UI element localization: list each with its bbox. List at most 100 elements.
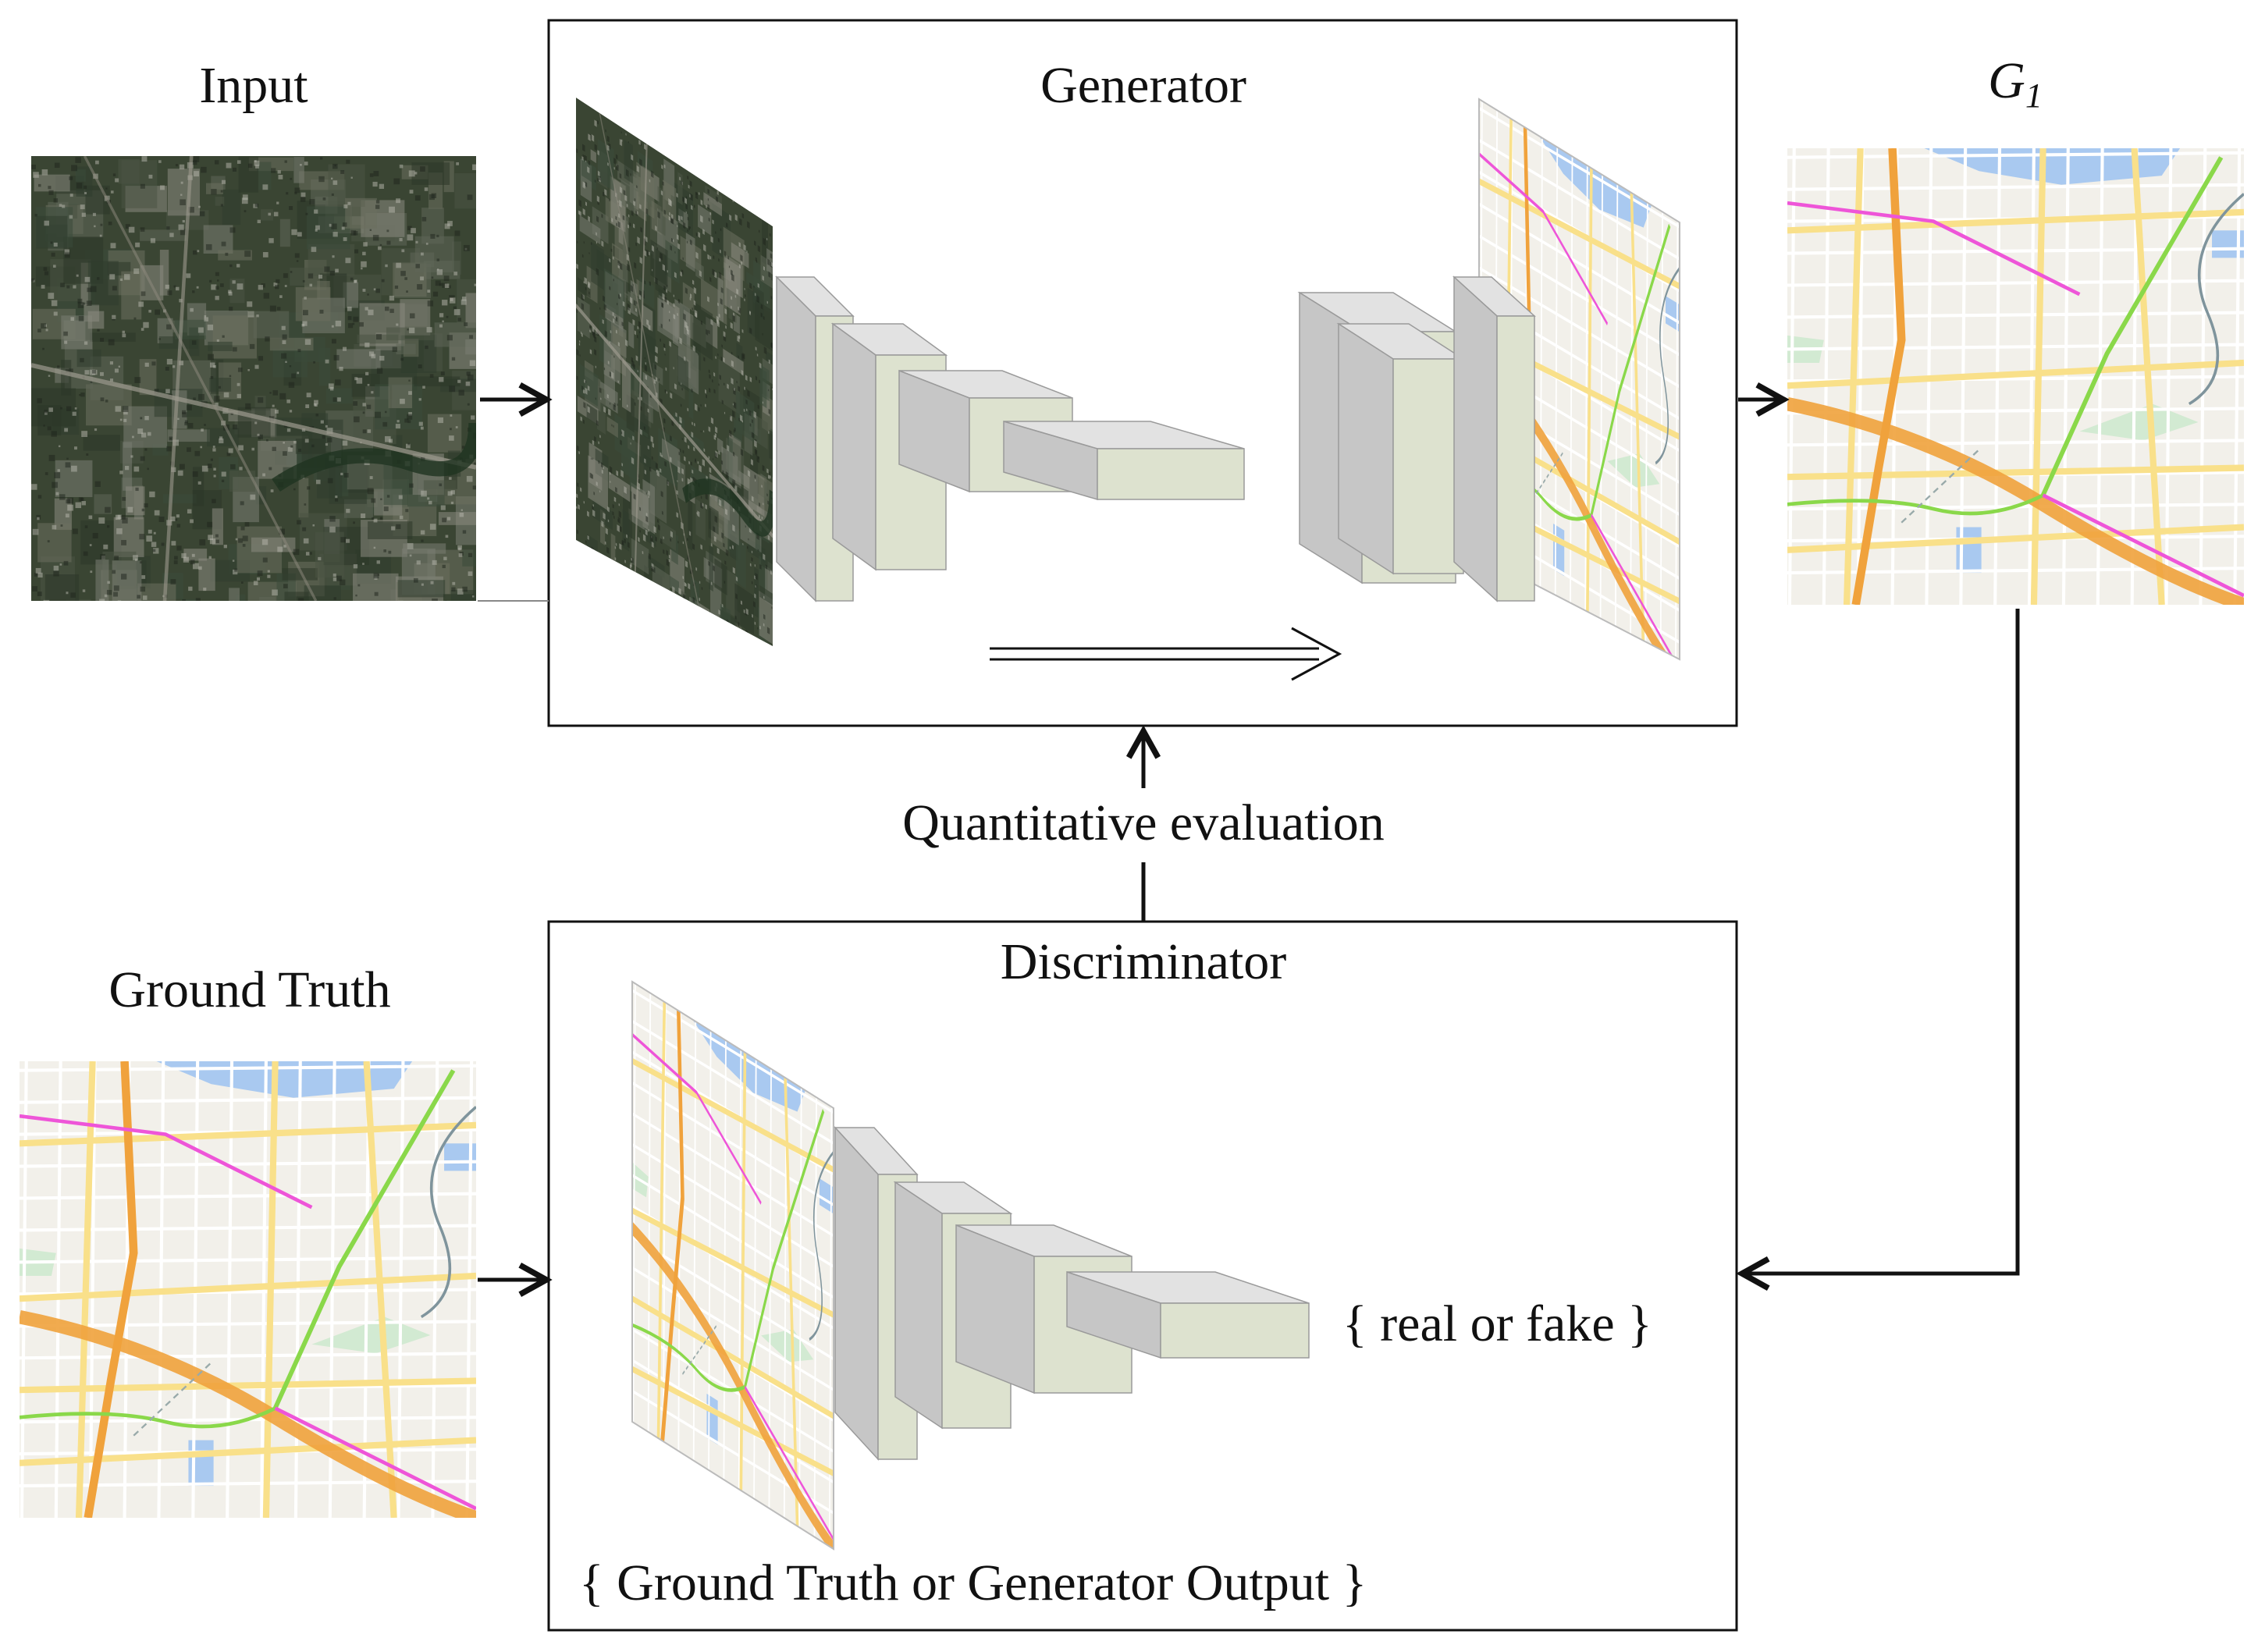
satellite-speck	[372, 517, 375, 520]
magenta-road	[20, 1114, 313, 1210]
satellite-speck	[119, 471, 123, 474]
satellite-speck	[427, 300, 434, 307]
satellite-patch	[621, 358, 631, 413]
satellite-speck	[112, 314, 116, 319]
satellite-speck	[354, 416, 360, 423]
satellite-speck	[662, 293, 665, 300]
satellite-patch	[37, 523, 72, 563]
satellite-speck	[733, 387, 736, 396]
satellite-speck	[759, 625, 761, 630]
satellite-speck	[617, 260, 620, 267]
satellite-speck	[107, 525, 110, 528]
satellite-speck	[83, 551, 88, 556]
satellite-speck	[621, 463, 624, 467]
satellite-speck	[743, 243, 746, 251]
satellite-speck	[70, 317, 75, 321]
satellite-speck	[669, 211, 670, 216]
satellite-speck	[294, 253, 300, 258]
satellite-speck	[298, 598, 304, 601]
satellite-speck	[76, 274, 79, 277]
minor-road	[632, 1112, 834, 1238]
satellite-speck	[618, 510, 622, 519]
satellite-speck	[331, 325, 334, 328]
satellite-patch	[159, 250, 169, 296]
satellite-speck	[699, 597, 701, 602]
satellite-speck	[276, 201, 279, 204]
satellite-speck	[693, 286, 697, 295]
satellite-speck	[729, 214, 732, 222]
satellite-speck	[674, 383, 677, 390]
satellite-speck	[340, 170, 345, 174]
satellite-speck	[187, 447, 191, 453]
satellite-speck	[745, 525, 746, 528]
satellite-speck	[279, 393, 286, 400]
layer-side-face	[776, 275, 816, 602]
satellite-speck	[406, 290, 408, 293]
satellite-speck	[309, 283, 313, 287]
satellite-patch	[215, 197, 225, 206]
satellite-speck	[312, 524, 315, 527]
satellite-speck	[749, 376, 752, 382]
satellite-speck	[672, 586, 675, 594]
satellite-speck	[762, 464, 765, 472]
minor-road	[632, 982, 636, 1423]
satellite-patch	[450, 590, 476, 601]
satellite-speck	[594, 349, 597, 356]
satellite-speck	[631, 557, 632, 561]
satellite-speck	[709, 467, 712, 474]
satellite-speck	[331, 339, 336, 344]
satellite-speck	[616, 470, 619, 477]
satellite-speck	[583, 240, 585, 244]
satellite-speck	[708, 217, 710, 222]
green-road	[632, 1323, 745, 1392]
satellite-speck	[458, 553, 463, 557]
satellite-speck	[692, 345, 695, 353]
satellite-speck	[389, 206, 395, 213]
satellite-speck	[761, 516, 763, 520]
satellite-patch	[590, 149, 596, 164]
satellite-speck	[359, 322, 364, 327]
satellite-patch	[293, 157, 304, 183]
satellite-speck	[640, 406, 642, 411]
satellite-speck	[708, 560, 710, 567]
satellite-speck	[343, 204, 348, 208]
satellite-speck	[165, 389, 170, 394]
satellite-speck	[247, 368, 250, 371]
satellite-speck	[409, 190, 414, 194]
satellite-speck	[193, 156, 200, 162]
satellite-speck	[322, 435, 325, 439]
satellite-speck	[709, 276, 712, 282]
major-road	[20, 1272, 476, 1302]
satellite-speck	[648, 490, 650, 496]
satellite-speck	[258, 397, 264, 403]
satellite-speck	[629, 222, 631, 227]
satellite-patch	[386, 327, 434, 341]
satellite-speck	[770, 570, 773, 575]
satellite-speck	[462, 530, 467, 534]
satellite-speck	[268, 467, 272, 471]
satellite-speck	[220, 204, 223, 207]
satellite-speck	[100, 371, 104, 376]
satellite-speck	[627, 263, 630, 272]
satellite-speck	[754, 293, 756, 297]
satellite-patch	[735, 390, 755, 443]
satellite-speck	[72, 528, 78, 535]
satellite-speck	[656, 247, 659, 250]
satellite-speck	[466, 371, 471, 376]
satellite-speck	[192, 160, 197, 165]
satellite-speck	[121, 574, 127, 580]
satellite-speck	[99, 234, 102, 237]
satellite-speck	[763, 595, 765, 599]
satellite-speck	[772, 477, 773, 485]
satellite-speck	[327, 478, 333, 484]
satellite-speck	[698, 353, 699, 356]
satellite-speck	[688, 226, 691, 231]
satellite-speck	[607, 519, 610, 523]
satellite-speck	[734, 214, 738, 222]
satellite-speck	[108, 221, 112, 226]
satellite-speck	[335, 496, 338, 499]
satellite-speck	[192, 471, 198, 477]
satellite-speck	[365, 371, 369, 375]
g1-output-map-image	[1787, 148, 2244, 605]
satellite-speck	[265, 336, 270, 342]
